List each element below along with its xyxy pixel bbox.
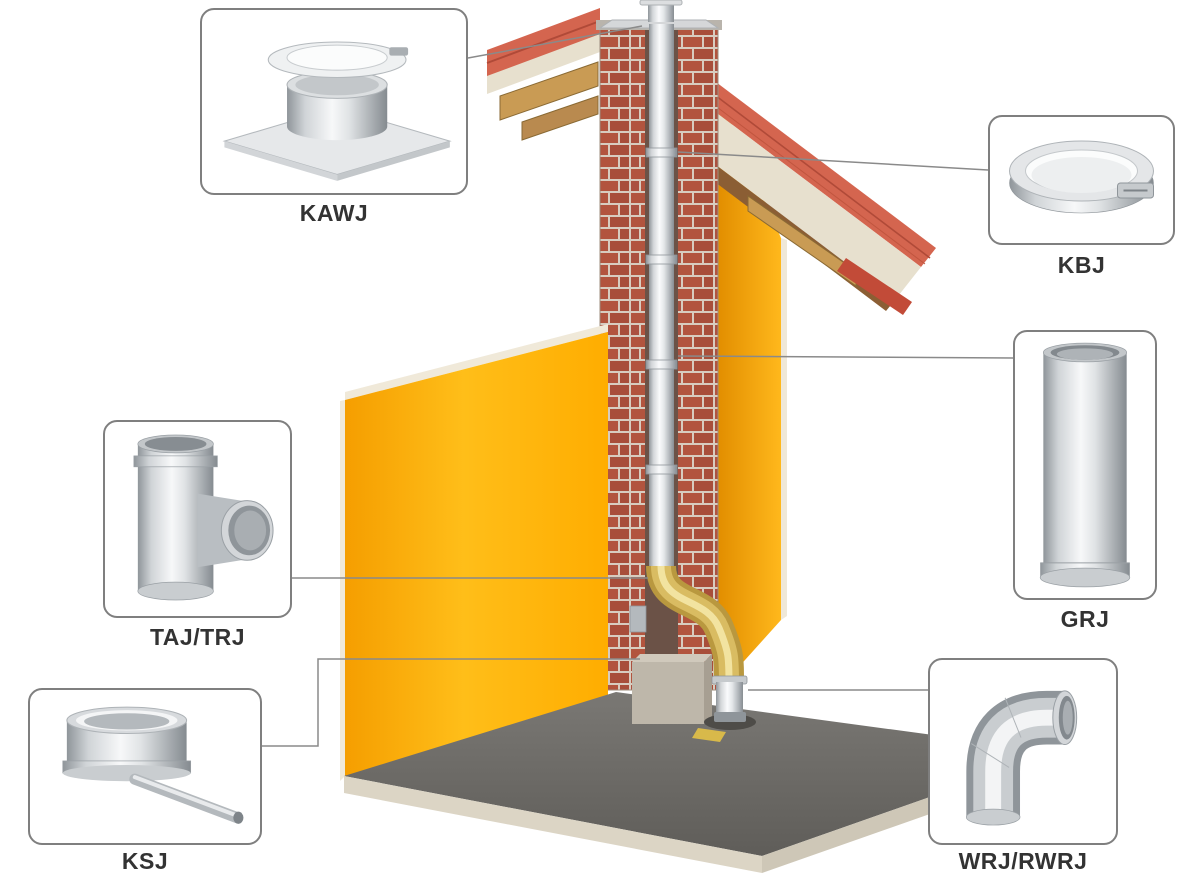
label-wrj-rwrj: WRJ/RWRJ xyxy=(958,848,1088,874)
leader-line-kawj xyxy=(467,25,643,59)
callout-box-ksj xyxy=(28,688,262,845)
label-kawj: KAWJ xyxy=(299,200,369,226)
label-ksj: KSJ xyxy=(121,848,169,874)
condensate-drain-product-image xyxy=(62,706,244,824)
label-kbj: KBJ xyxy=(1057,252,1106,278)
callout-box-kbj xyxy=(988,115,1175,245)
locking-band-joint xyxy=(645,254,678,265)
tee-piece-product-image xyxy=(133,434,274,601)
callout-box-taj-trj xyxy=(103,420,292,618)
right-wall xyxy=(718,92,787,690)
support-block xyxy=(632,654,712,724)
flue-liner-pipe xyxy=(649,24,674,572)
chimney-top-plate xyxy=(598,0,720,29)
leader-line-grj xyxy=(677,355,1014,359)
elbow-product-image xyxy=(965,690,1078,826)
label-grj: GRJ xyxy=(1060,606,1110,632)
label-taj-trj: TAJ/TRJ xyxy=(149,624,246,650)
leader-line-kbj xyxy=(677,151,989,171)
floor-tag xyxy=(692,728,726,742)
leader-lines xyxy=(262,25,1014,747)
callout-box-wrj-rwrj xyxy=(928,658,1118,845)
leader-line-ksj xyxy=(262,658,640,747)
locking-band-joint xyxy=(645,359,678,370)
roof-left-stub xyxy=(486,8,601,141)
wall-bracket xyxy=(629,605,647,633)
flue-pipe-assembly xyxy=(629,24,756,742)
callout-box-kawj xyxy=(200,8,468,195)
callout-box-grj xyxy=(1013,330,1157,600)
locking-band-joint xyxy=(645,147,678,158)
top-plate-product-image xyxy=(222,41,452,181)
locking-band-product-image xyxy=(1009,140,1154,214)
straight-pipe-product-image xyxy=(1039,342,1131,588)
left-wall xyxy=(340,324,608,781)
locking-band-joint xyxy=(645,464,678,475)
